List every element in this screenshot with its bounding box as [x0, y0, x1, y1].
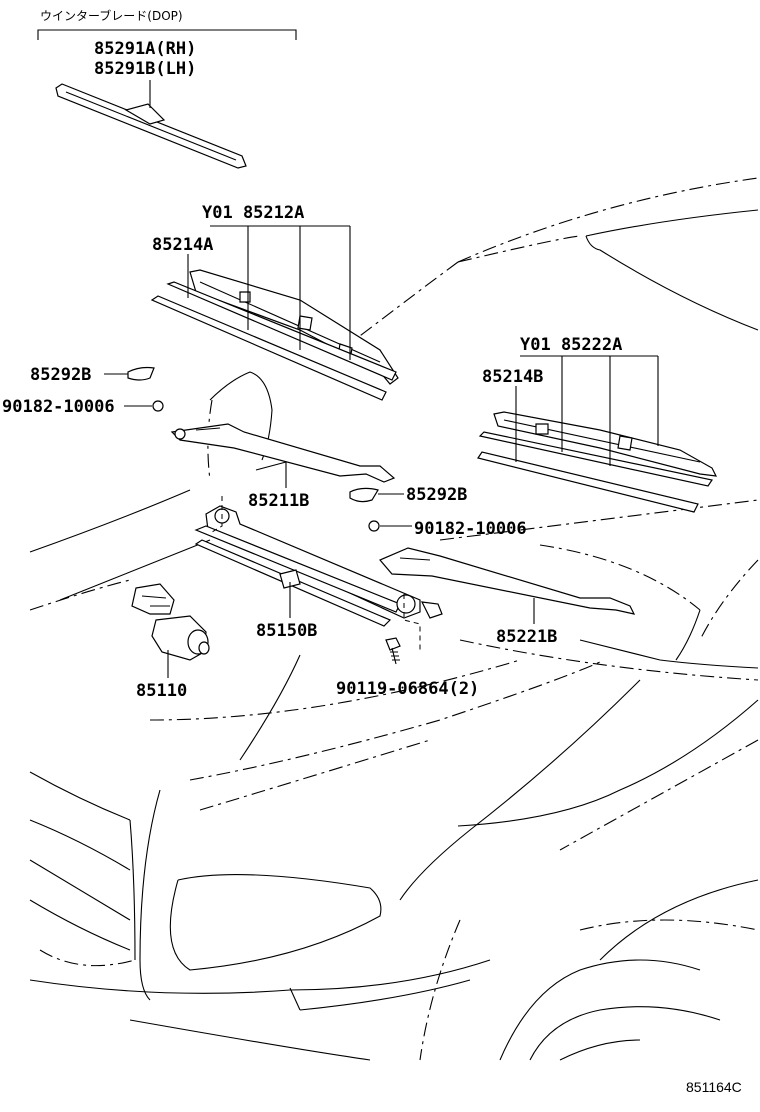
- label-85214a: 85214A: [152, 235, 213, 255]
- leader-85211b: [255, 461, 287, 488]
- label-85291a: 85291A(RH): [94, 39, 196, 59]
- label-90119: 90119-06864(2): [336, 679, 479, 699]
- leader-85222a: [520, 355, 659, 466]
- wiper-arm-right[interactable]: [379, 547, 636, 615]
- label-85110: 85110: [136, 681, 187, 701]
- label-85211b: 85211B: [248, 491, 309, 511]
- label-85221b: 85221B: [496, 627, 557, 647]
- kit-caption: ウインターブレード(DOP): [40, 8, 183, 23]
- label-85150b: 85150B: [256, 621, 317, 641]
- wiper-arm-cap-right[interactable]: [349, 487, 379, 503]
- label-85214b: 85214B: [482, 367, 543, 387]
- label-85292b-left: 85292B: [30, 365, 91, 385]
- kit-bracket: [37, 29, 297, 40]
- label-85292b-right: 85292B: [406, 485, 467, 505]
- label-85291b: 85291B(LH): [94, 59, 196, 79]
- bolt[interactable]: [385, 637, 401, 665]
- diagram-id: 851164C: [686, 1079, 742, 1095]
- nut-left[interactable]: [152, 400, 164, 412]
- leader-85212a: [210, 225, 351, 360]
- label-y01-85222a: Y01 85222A: [520, 335, 622, 355]
- wiper-arm-left[interactable]: [170, 423, 396, 483]
- label-90182-right: 90182-10006: [414, 519, 527, 539]
- nut-right[interactable]: [368, 520, 380, 532]
- wiper-blade-assembly-right[interactable]: [477, 411, 718, 513]
- vehicle-body-outline: [29, 177, 759, 1061]
- wiper-link-assembly[interactable]: [194, 496, 443, 652]
- label-90182-left: 90182-10006: [2, 397, 115, 417]
- label-y01-85212a: Y01 85212A: [202, 203, 304, 223]
- wiper-motor[interactable]: [131, 583, 210, 661]
- wiper-blade-assembly-left[interactable]: [150, 269, 399, 401]
- winter-blade-85291[interactable]: [55, 80, 247, 169]
- wiper-arm-cap-left[interactable]: [127, 366, 155, 381]
